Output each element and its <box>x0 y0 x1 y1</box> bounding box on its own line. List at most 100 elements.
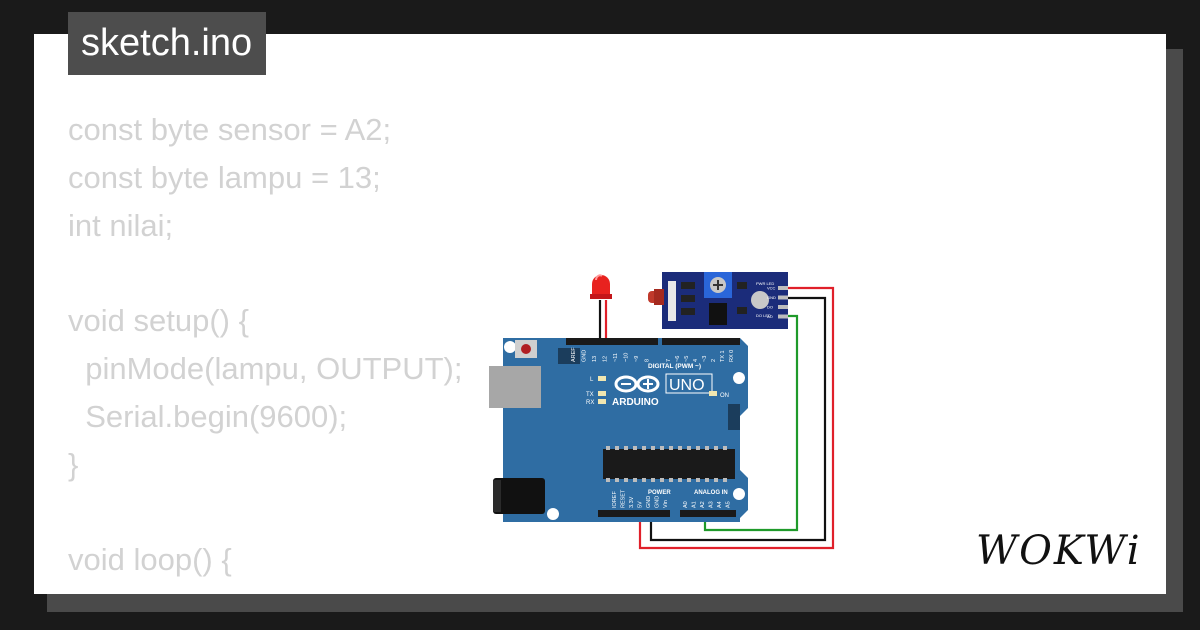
digital-pin-label: TX 1 <box>720 350 726 362</box>
wokwi-logo: WOKWi <box>976 528 1142 574</box>
red-led[interactable] <box>590 274 612 299</box>
digital-pin-label: 8 <box>645 359 651 362</box>
analog-pin-label: A1 <box>692 501 698 508</box>
chip-pin <box>624 478 628 482</box>
power-label: POWER <box>648 490 671 496</box>
analog-header <box>680 510 736 517</box>
digital-pin-label: ~11 <box>613 353 619 362</box>
code-line: void setup() { <box>68 303 249 339</box>
digital-header-right <box>662 338 740 345</box>
chip-pin <box>606 478 610 482</box>
code-line: nilai = analogRead(sensor); <box>68 584 465 594</box>
file-tab[interactable]: sketch.ino <box>68 12 267 75</box>
digital-pin-label: 4 <box>693 359 699 362</box>
module-pwr-led-label: PWR LED <box>756 281 774 286</box>
chip-pin <box>669 446 673 450</box>
code-line: void loop() { <box>68 542 232 578</box>
usb-connector <box>489 366 541 408</box>
arduino-uno-board[interactable]: UNO ARDUINO DIGITAL (PWM ~) POWER ANALOG… <box>489 338 748 522</box>
power-pin-label: GND <box>646 496 652 508</box>
analog-label: ANALOG IN <box>694 490 728 496</box>
digital-pin-label: RX 0 <box>729 350 735 362</box>
chip-pin <box>624 446 628 450</box>
code-line: } <box>68 446 79 482</box>
power-pin-label: RESET <box>621 489 627 508</box>
digital-pin-label: ~6 <box>675 356 681 362</box>
analog-pin-label: A0 <box>683 501 689 508</box>
digital-pin-label: ~10 <box>624 353 630 362</box>
wire-green-ao <box>703 314 799 532</box>
digital-label: DIGITAL (PWM ~) <box>648 363 701 370</box>
power-pin-label: 5V <box>638 501 644 508</box>
digital-pin-label: 12 <box>603 356 609 362</box>
chip-pin <box>660 478 664 482</box>
chip-pin <box>687 446 691 450</box>
chip-pin <box>687 478 691 482</box>
analog-pin-label: A2 <box>700 501 706 508</box>
chip-pin <box>633 478 637 482</box>
chip-pin <box>696 446 700 450</box>
digital-pin-label: GND <box>582 350 588 362</box>
l-label: L <box>590 377 594 383</box>
light-sensor-module[interactable]: PWR LED DO LED VCC GND DO AO <box>648 272 788 329</box>
microcontroller-chip <box>603 449 735 479</box>
board-model: UNO <box>669 377 705 394</box>
code-line: const byte lampu = 13; <box>68 159 381 195</box>
chip-pin <box>642 446 646 450</box>
chip-pin <box>714 478 718 482</box>
board-brand: ARDUINO <box>612 397 659 408</box>
module-pin-label: AO <box>767 314 773 319</box>
code-line: Serial.begin(9600); <box>68 398 348 434</box>
digital-pin-label: AREF <box>571 347 577 362</box>
on-label: ON <box>720 393 729 399</box>
digital-pin-label: 2 <box>711 359 717 362</box>
chip-pin <box>678 446 682 450</box>
digital-pin-label: 13 <box>592 356 598 362</box>
chip-pin <box>651 446 655 450</box>
power-pin-label: Vin <box>663 500 669 508</box>
wire-black-gnd <box>649 296 827 542</box>
power-jack <box>493 478 545 514</box>
module-pin-label: DO <box>767 305 773 310</box>
power-header <box>598 510 670 517</box>
analog-pin-label: A5 <box>726 501 732 508</box>
power-pin-label: IOREF <box>612 491 618 508</box>
chip-pin <box>678 478 682 482</box>
power-pin-label: 3.3V <box>629 496 635 508</box>
analog-pin-label: A3 <box>709 501 715 508</box>
digital-header-left <box>566 338 658 345</box>
chip-pin <box>642 478 646 482</box>
module-pin-label: VCC <box>767 286 776 291</box>
chip-pin <box>696 478 700 482</box>
module-pin[interactable] <box>778 286 788 290</box>
module-pin[interactable] <box>778 314 788 319</box>
chip-pin <box>705 446 709 450</box>
digital-pin-label: ~3 <box>702 356 708 362</box>
module-pin[interactable] <box>778 295 788 300</box>
digital-pin-label: ~5 <box>684 356 690 362</box>
chip-pin <box>615 446 619 450</box>
code-line: const byte sensor = A2; <box>68 112 392 147</box>
module-do-led-label: DO LED <box>756 313 771 318</box>
chip-pin <box>705 478 709 482</box>
chip-pin <box>633 446 637 450</box>
module-pin-label: GND <box>767 295 776 300</box>
analog-pin-label: A4 <box>717 501 723 508</box>
digital-pin-label: 7 <box>666 359 672 362</box>
chip-pin <box>606 446 610 450</box>
module-pin[interactable] <box>778 305 788 309</box>
wire-red-vcc <box>638 286 835 550</box>
code-listing: const byte sensor = A2; const byte lampu … <box>68 106 465 594</box>
chip-pin <box>660 446 664 450</box>
chip-pin <box>651 478 655 482</box>
chip-pin <box>615 478 619 482</box>
code-line: int nilai; <box>68 207 174 243</box>
tx-label: TX <box>586 392 594 398</box>
chip-pin <box>723 446 727 450</box>
power-pin-label: GND <box>655 496 661 508</box>
wires <box>598 286 835 550</box>
digital-pin-label: ~9 <box>634 356 640 362</box>
chip-pin <box>723 478 727 482</box>
rx-label: RX <box>586 400 594 406</box>
